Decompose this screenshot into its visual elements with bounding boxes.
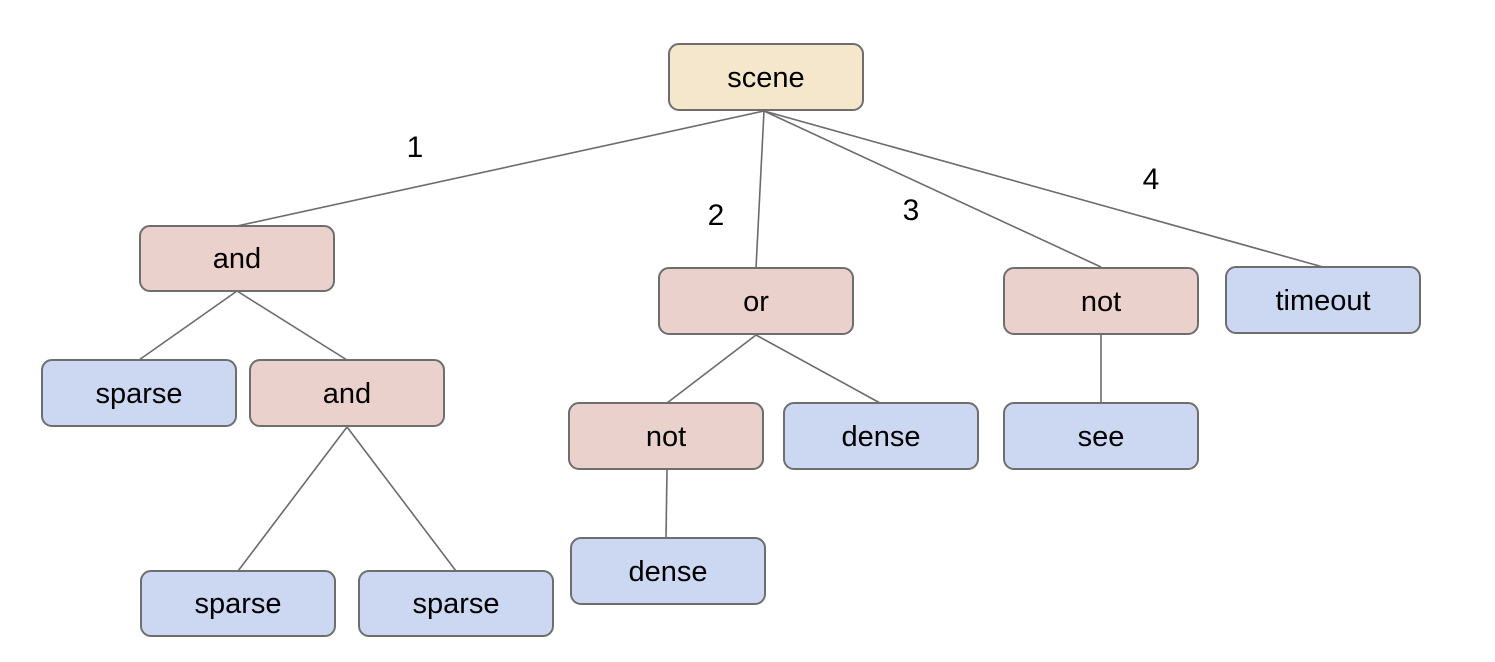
edge-and2-sparse-left <box>237 426 348 572</box>
tree-node-see: see <box>1003 402 1199 470</box>
edge-or-not <box>666 334 757 404</box>
tree-node-timeout: timeout <box>1225 266 1421 334</box>
edge-label-3: 3 <box>902 194 920 227</box>
tree-node-not: not <box>1003 267 1199 335</box>
tree-node-scene: scene <box>668 43 864 111</box>
edge-label-4: 4 <box>1142 163 1160 196</box>
tree-node-sparse-2: sparse <box>140 570 336 637</box>
tree-node-sparse-3: sparse <box>358 570 554 637</box>
edge-label-1: 1 <box>406 131 424 164</box>
edge-scene-and <box>236 110 765 227</box>
tree-node-not-2: not <box>568 402 764 470</box>
tree-node-dense-2: dense <box>570 537 766 605</box>
edge-label-2: 2 <box>707 199 725 232</box>
edge-scene-timeout <box>763 110 1324 268</box>
tree-node-or: or <box>658 267 854 335</box>
edge-and2-sparse-right <box>346 426 457 572</box>
edge-or-dense <box>755 334 881 404</box>
edge-not2-dense <box>665 469 668 539</box>
edge-and-sparse <box>138 290 238 361</box>
tree-node-and-2: and <box>249 359 445 427</box>
tree-node-and: and <box>139 225 335 292</box>
tree-node-sparse-1: sparse <box>41 359 237 427</box>
edge-and-and <box>236 290 348 361</box>
tree-node-dense-1: dense <box>783 402 979 470</box>
edge-scene-not <box>763 110 1102 268</box>
edge-scene-or <box>755 110 765 269</box>
